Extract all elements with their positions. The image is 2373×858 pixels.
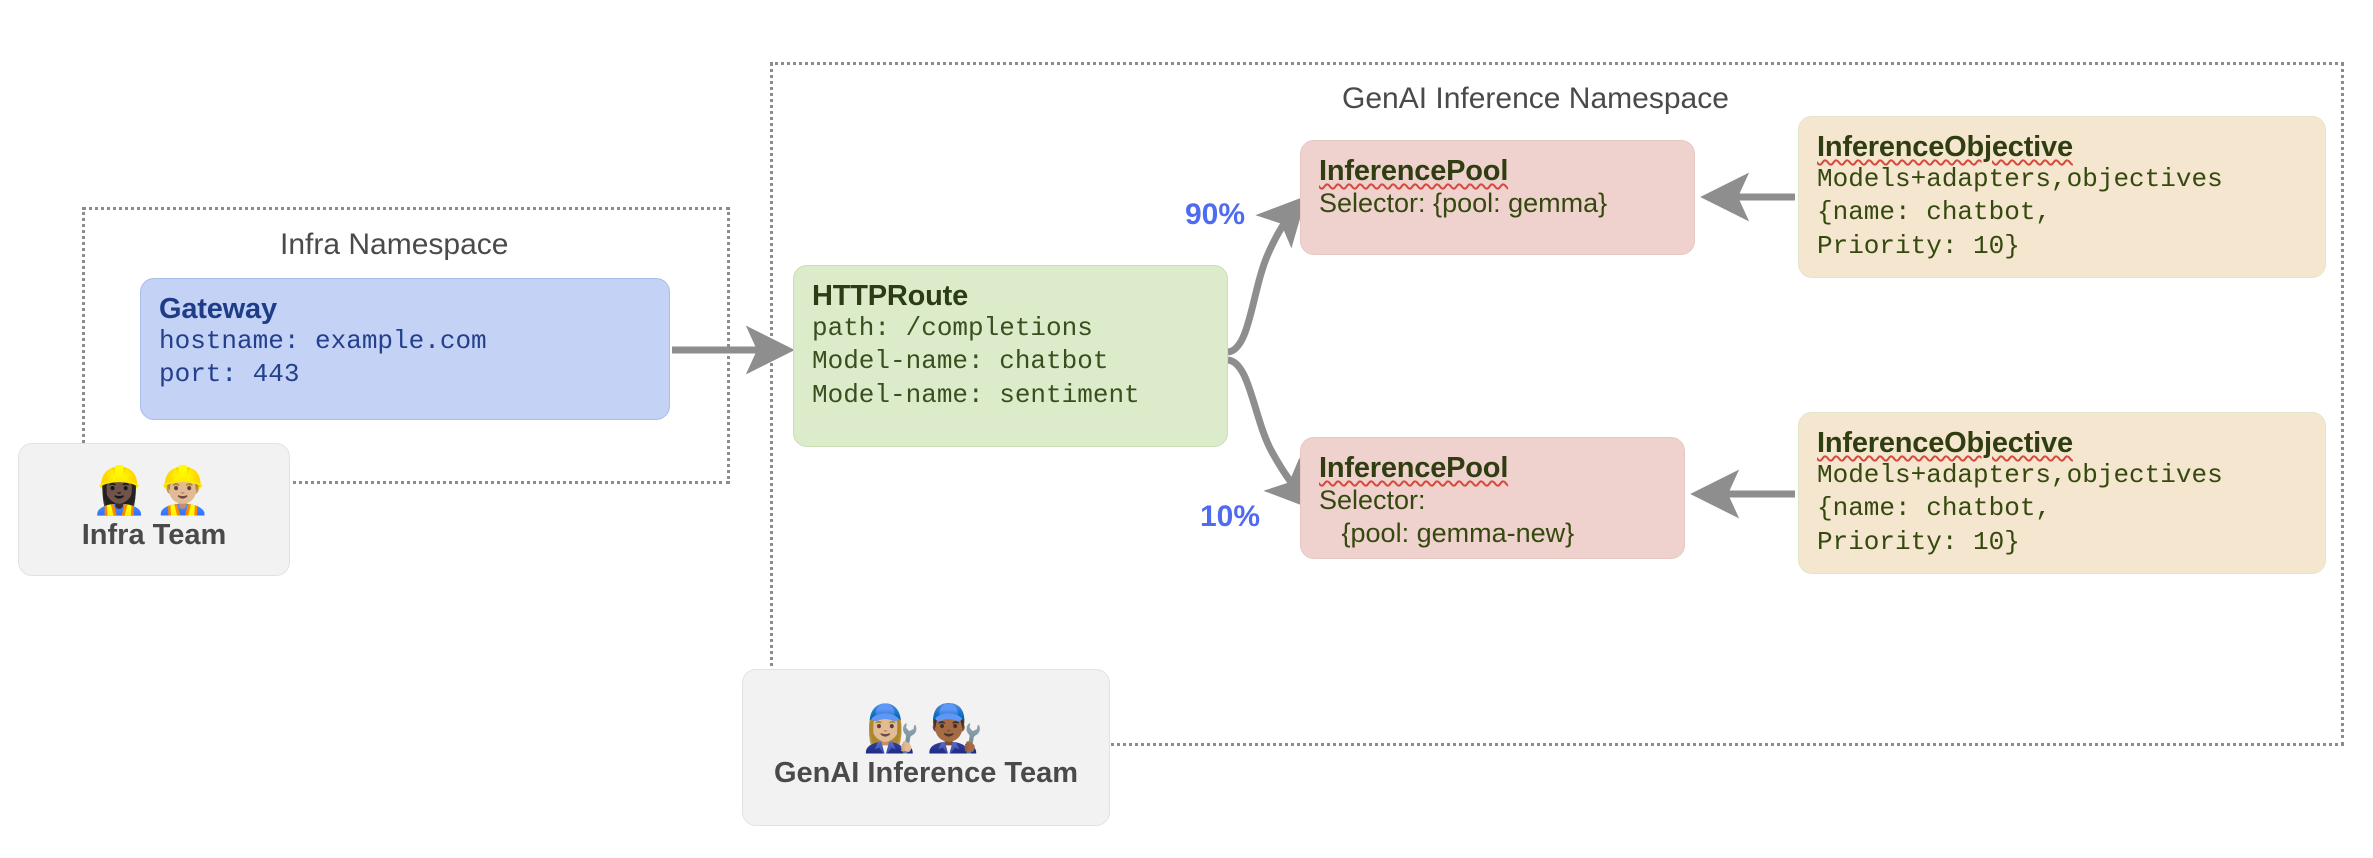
inferencepool-gemma-card[interactable]: InferencePool Selector: {pool: gemma} <box>1300 140 1695 255</box>
infra-namespace-title: Infra Namespace <box>280 228 509 261</box>
infra-team-label: Infra Team <box>81 519 227 551</box>
inferenceobjective-bottom-line-name: {name: chatbot, <box>1817 493 2052 524</box>
gateway-line-hostname: hostname: example.com <box>159 326 487 357</box>
infra-team-badge[interactable]: 👷🏿‍♀️👷🏼‍♂️ Infra Team <box>18 443 290 576</box>
infra-namespace-boundary <box>82 207 730 484</box>
inferenceobjective-bottom-line-priority: Priority: 10} <box>1817 526 2020 557</box>
weight-label-10: 10% <box>1200 500 1261 533</box>
genai-team-emoji: 👩🏼‍🔧👨🏾‍🔧 <box>862 702 990 754</box>
inferencepool-gemma-new-selector: Selector: <box>1319 485 1426 516</box>
httproute-card[interactable]: HTTPRoute path: /completions Model-name:… <box>793 265 1228 447</box>
gateway-line-port: port: 443 <box>159 359 300 390</box>
weight-label-90: 90% <box>1185 198 1246 231</box>
httproute-line-model-sentiment: Model-name: sentiment <box>812 379 1140 410</box>
genai-team-label: GenAI Inference Team <box>773 757 1079 789</box>
genai-namespace-title: GenAI Inference Namespace <box>1342 82 1729 115</box>
httproute-title: HTTPRoute <box>812 280 969 312</box>
inferencepool-gemma-title: InferencePool <box>1319 155 1509 187</box>
inferenceobjective-bottom-card[interactable]: InferenceObjective Models+adapters,objec… <box>1798 412 2326 574</box>
inferenceobjective-bottom-line-models: Models+adapters,objectives <box>1817 460 2223 491</box>
inferenceobjective-bottom-title: InferenceObjective <box>1817 427 2073 459</box>
inferenceobjective-top-card[interactable]: InferenceObjective Models+adapters,objec… <box>1798 116 2326 278</box>
inferenceobjective-top-line-priority: Priority: 10} <box>1817 230 2020 261</box>
gateway-title: Gateway <box>159 293 277 325</box>
inferenceobjective-top-line-name: {name: chatbot, <box>1817 197 2052 228</box>
inferencepool-gemma-new-card[interactable]: InferencePool Selector: {pool: gemma-new… <box>1300 437 1685 559</box>
infra-team-emoji: 👷🏿‍♀️👷🏼‍♂️ <box>90 464 218 516</box>
inferenceobjective-top-line-models: Models+adapters,objectives <box>1817 164 2223 195</box>
inferencepool-gemma-new-title: InferencePool <box>1319 452 1509 484</box>
inferencepool-gemma-selector: Selector: {pool: gemma} <box>1319 188 1608 219</box>
inferenceobjective-top-title: InferenceObjective <box>1817 131 2073 163</box>
httproute-line-model-chatbot: Model-name: chatbot <box>812 346 1109 377</box>
genai-team-badge[interactable]: 👩🏼‍🔧👨🏾‍🔧 GenAI Inference Team <box>742 669 1110 826</box>
genai-namespace-boundary <box>770 62 2344 746</box>
inferencepool-gemma-new-selector-value: {pool: gemma-new} <box>1319 518 1575 549</box>
httproute-line-path: path: /completions <box>812 313 1093 344</box>
gateway-card[interactable]: Gateway hostname: example.com port: 443 <box>140 278 670 420</box>
